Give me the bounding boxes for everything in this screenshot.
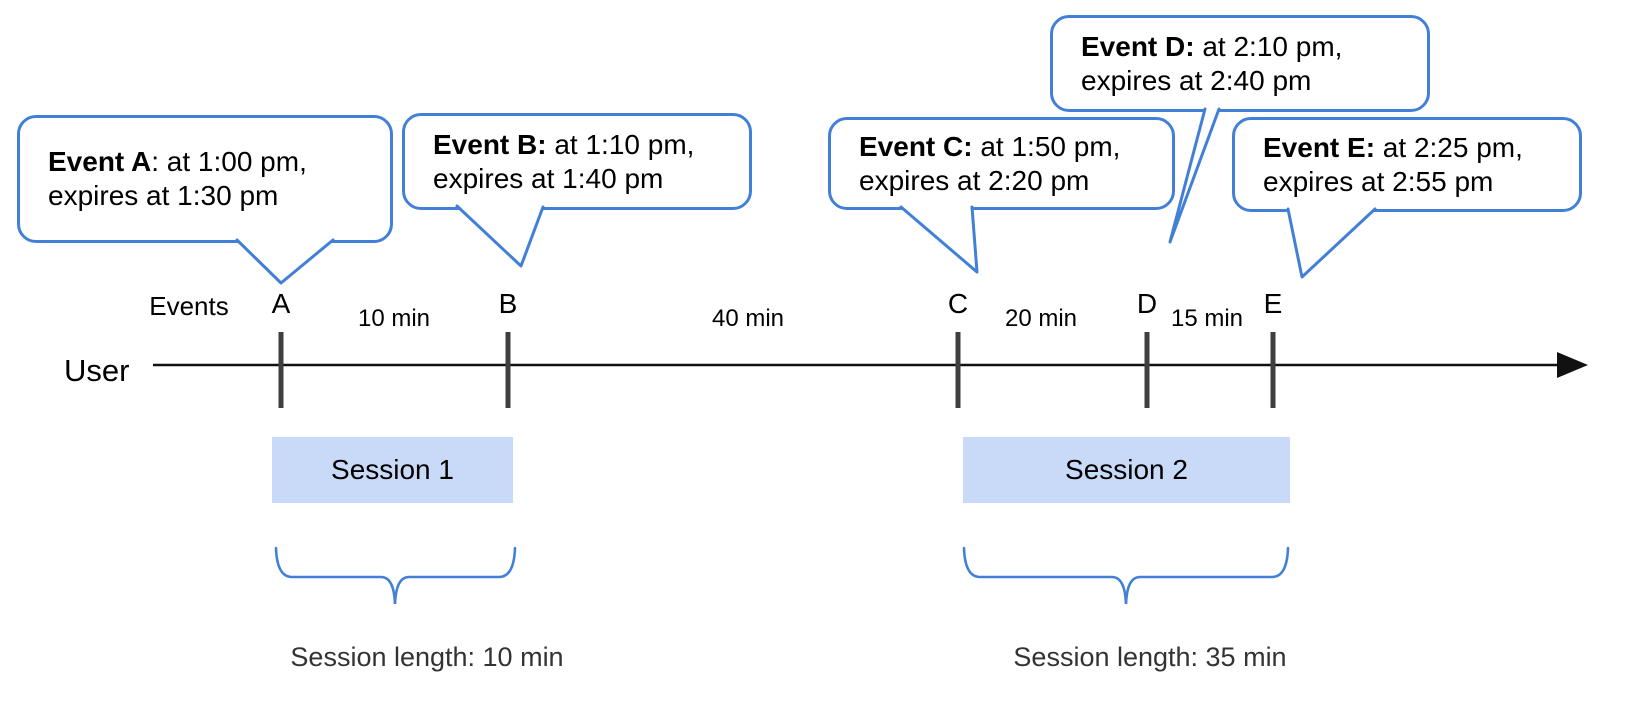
event-e-expiry: expires at 2:55 pm xyxy=(1263,165,1494,197)
gap-label-c-d: 20 min xyxy=(1004,305,1078,332)
event-e-title: Event E: xyxy=(1263,131,1376,163)
event-c-callout-line1: Event C: at 1:50 pm, xyxy=(859,130,1164,164)
event-b-title: Event B: xyxy=(433,128,547,160)
event-d-expiry: expires at 2:40 pm xyxy=(1081,64,1312,96)
event-e-callout: Event E: at 2:25 pm, expires at 2:55 pm xyxy=(1232,117,1582,212)
session-2-box: Session 2 xyxy=(963,437,1290,503)
event-a-title: Event A xyxy=(48,146,152,177)
event-d-title: Event D: xyxy=(1081,30,1195,62)
event-c-expiry: expires at 2:20 pm xyxy=(859,164,1090,196)
event-c-time: at 1:50 pm, xyxy=(972,130,1121,162)
event-b-expiry: expires at 1:40 pm xyxy=(433,162,664,194)
event-b-time: at 1:10 pm, xyxy=(546,128,695,160)
user-axis-label: User xyxy=(64,353,130,388)
event-c-title: Event C: xyxy=(859,130,973,162)
tick-label-e: E xyxy=(1263,288,1283,319)
gap-label-d-e: 15 min xyxy=(1170,305,1244,332)
event-d-time: at 2:10 pm, xyxy=(1194,30,1343,62)
event-a-expiry: expires at 1:30 pm xyxy=(48,180,279,211)
event-a-callout: Event A: at 1:00 pm, expires at 1:30 pm xyxy=(17,115,393,243)
tick-label-d: D xyxy=(1136,288,1158,319)
event-e-callout-line1: Event E: at 2:25 pm, xyxy=(1263,131,1571,165)
session-1-brace xyxy=(274,546,517,605)
event-d-callout: Event D: at 2:10 pm, expires at 2:40 pm xyxy=(1050,15,1430,112)
event-e-time: at 2:25 pm, xyxy=(1375,131,1523,163)
event-c-callout: Event C: at 1:50 pm, expires at 2:20 pm xyxy=(828,117,1175,210)
event-a-callout-tail xyxy=(235,238,335,285)
tick-label-c: C xyxy=(947,288,969,319)
tick-label-a: A xyxy=(271,288,291,319)
tick-label-b: B xyxy=(498,288,518,319)
events-axis-label: Events xyxy=(149,291,229,321)
gap-label-b-c: 40 min xyxy=(711,305,785,332)
timeline-arrowhead-icon xyxy=(1557,352,1588,378)
event-c-callout-tail xyxy=(899,205,979,274)
session-2-length-label: Session length: 35 min xyxy=(1013,642,1287,672)
session-1-box: Session 1 xyxy=(272,437,513,503)
event-b-callout: Event B: at 1:10 pm, expires at 1:40 pm xyxy=(402,113,752,210)
event-e-callout-tail xyxy=(1286,207,1377,279)
session-2-brace xyxy=(962,546,1290,605)
event-a-time: : at 1:00 pm, xyxy=(151,146,307,177)
session-1-length-label: Session length: 10 min xyxy=(290,642,564,672)
event-b-callout-tail xyxy=(455,204,545,268)
event-a-callout-line1: Event A: at 1:00 pm, xyxy=(48,145,382,179)
event-d-callout-line1: Event D: at 2:10 pm, xyxy=(1081,30,1419,64)
session-1-label: Session 1 xyxy=(331,454,454,485)
gap-label-a-b: 10 min xyxy=(357,305,431,332)
session-2-label: Session 2 xyxy=(1065,454,1188,485)
event-b-callout-line1: Event B: at 1:10 pm, xyxy=(433,128,741,162)
event-d-callout-tail xyxy=(1168,107,1221,244)
